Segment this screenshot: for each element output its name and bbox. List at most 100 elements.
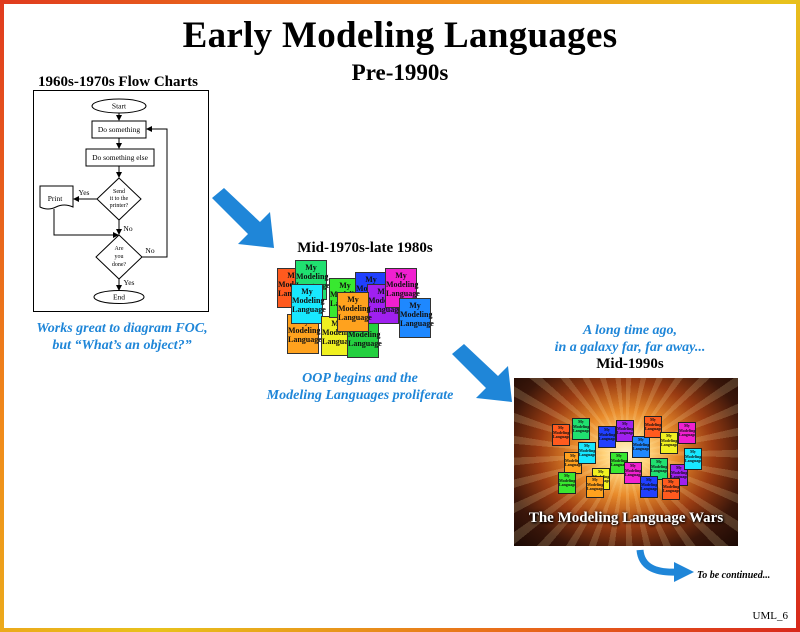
mid1970s-caption-line2: Modeling Languages proliferate [266, 388, 454, 403]
flowchart-decision-done-line1: Are [115, 246, 124, 252]
modeling-language-card-line: Modeling [641, 481, 658, 487]
slide-id: UML_6 [752, 610, 788, 622]
flowchart-do-something-else-node [85, 148, 155, 167]
modeling-language-card-line: Modeling [685, 453, 702, 459]
modeling-language-card-line: Modeling [611, 457, 628, 463]
modeling-language-card-line: Language [671, 474, 688, 479]
modeling-language-card-line: My [638, 437, 644, 442]
mid1970s-caption-line1: OOP begins and the [302, 371, 418, 386]
modeling-language-card-line: My [646, 477, 652, 482]
modeling-language-card-line: Modeling [565, 457, 582, 463]
modeling-language-card-line: Language [338, 313, 372, 322]
modeling-language-card-line: My [339, 281, 351, 290]
modeling-language-card-line: My [598, 469, 604, 474]
modeling-language-card-line: My [622, 421, 628, 426]
mid1990s-intro-line1: A long time ago, [582, 323, 678, 338]
modeling-language-card-line: Language [645, 426, 662, 431]
flowchart-caption-line2: but “What’s an object?” [52, 338, 192, 353]
modeling-language-card-line: My [301, 287, 313, 296]
modeling-language-card-line: My [409, 301, 421, 310]
modeling-language-card-line: Modeling [645, 421, 662, 427]
modeling-language-card-line: Modeling [368, 296, 400, 305]
modeling-language-card-line: Modeling [338, 304, 371, 313]
modeling-language-card-line: Language [553, 434, 570, 439]
flowchart-caption-line1: Works great to diagram FOC, [36, 321, 208, 336]
modeling-language-card-line: Language [322, 337, 356, 346]
modeling-language-card-line: Modeling [679, 427, 696, 433]
modeling-language-card-line: Modeling [579, 447, 596, 453]
modeling-language-card-line: Modeling [633, 441, 650, 447]
modeling-language-card-line: My [578, 419, 584, 424]
modeling-language-card-line: Modeling [322, 328, 355, 337]
mid1990s-intro: A long time ago, in a galaxy far, far aw… [530, 322, 730, 356]
modeling-language-card-line: Language [599, 436, 616, 441]
modeling-language-card-line: Language [663, 488, 680, 493]
modeling-language-card-line: Language [685, 458, 702, 463]
modeling-language-card-line: Modeling [663, 483, 680, 489]
flowchart-do-something-else-label: Do something else [92, 153, 148, 162]
modeling-language-card-line: Modeling [400, 310, 433, 319]
modeling-language-card-line: Modeling [348, 330, 381, 339]
modeling-language-card-line: My [564, 473, 570, 478]
modeling-language-card-line: Language [633, 446, 650, 451]
modeling-language-card-line: My [676, 465, 682, 470]
modeling-language-card-line: Language [573, 428, 590, 433]
modeling-language-card-line: Language [386, 289, 420, 298]
modeling-language-card-line: My [347, 295, 359, 304]
modeling-language-card-line: My [604, 427, 610, 432]
modeling-language-card-line: My [668, 479, 674, 484]
mid1990s-heading: Mid-1990s [596, 356, 664, 372]
flowchart-yes1-label: Yes [79, 188, 90, 197]
mid1970s-caption: OOP begins and the Modeling Languages pr… [260, 370, 460, 404]
flowchart-end-node [93, 290, 145, 304]
modeling-language-card-line: Language [292, 305, 326, 314]
modeling-language-card-line: Modeling [617, 425, 634, 431]
modeling-language-cluster: MyModelingLanguageMyModelingLanguageMyMo… [277, 258, 437, 358]
modeling-language-card-line: My [365, 275, 377, 284]
modeling-language-card-line: My [656, 459, 662, 464]
modeling-language-card-line: Language [587, 486, 604, 491]
modeling-language-card-line: Modeling [559, 477, 576, 483]
modeling-language-card-line: Modeling [288, 326, 321, 335]
modeling-language-card-line: Modeling [671, 469, 688, 475]
flowchart-print-node [39, 185, 74, 210]
mid1990s-intro-line2: in a galaxy far, far away... [554, 340, 706, 355]
modeling-language-card-line: My [570, 453, 576, 458]
modeling-language-card-line: Language [661, 442, 678, 447]
modeling-language-card-line: My [305, 263, 317, 272]
modeling-language-card-line: Modeling [386, 280, 419, 289]
modeling-language-card-line: My [584, 443, 590, 448]
flowchart-svg: Start Do something Do something else Sen… [39, 98, 168, 304]
flowchart-decision-send-line2: it to the [110, 196, 129, 202]
modeling-language-card-line: Language [641, 486, 658, 491]
flowchart-do-something-label: Do something [98, 125, 141, 134]
modeling-language-card-line: Modeling [292, 296, 325, 305]
modeling-language-card-line: My [630, 463, 636, 468]
flowchart-yes2-label: Yes [124, 278, 135, 287]
modeling-language-card-line: Modeling [651, 463, 668, 469]
modeling-language-card-line: Language [559, 482, 576, 487]
modeling-language-card-line: Language [400, 319, 434, 328]
modeling-language-card-line: My [558, 425, 564, 430]
flowchart-decision-done-line2: you [115, 254, 124, 260]
modeling-language-card-line: Language [651, 468, 668, 473]
mid1970s-heading: Mid-1970s-late 1980s [297, 240, 433, 256]
modeling-language-card-line: Language [625, 472, 642, 477]
slide-title: Early Modeling Languages [182, 15, 618, 56]
modeling-language-card-line: My [287, 271, 299, 280]
